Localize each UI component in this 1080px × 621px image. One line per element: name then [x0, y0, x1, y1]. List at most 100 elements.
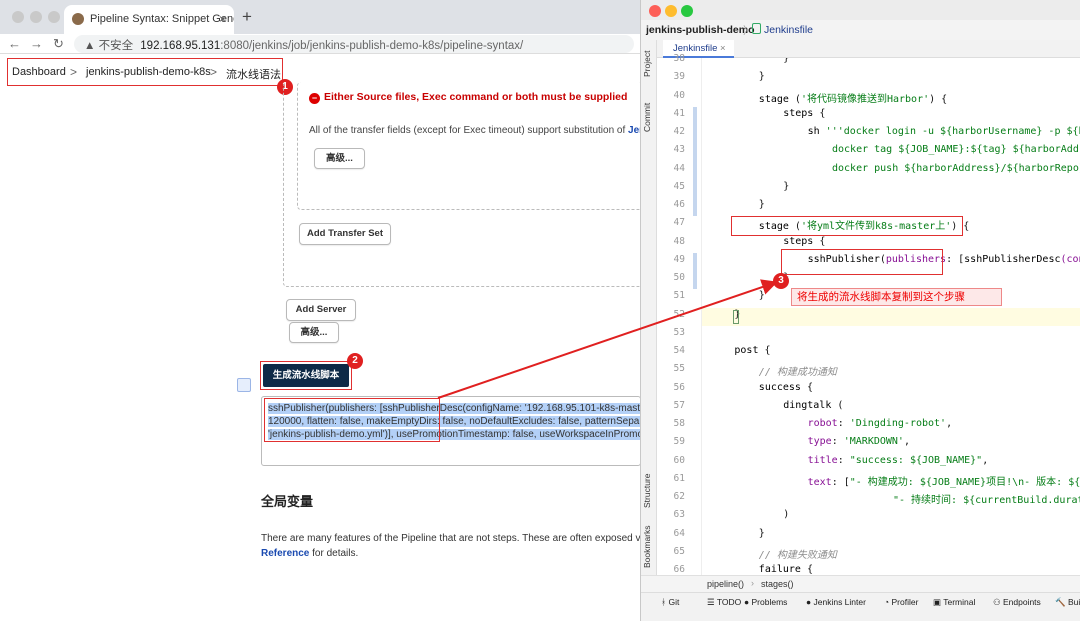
bookmarks-tool-button[interactable]: Bookmarks	[642, 525, 652, 568]
code-token: :	[837, 454, 850, 466]
code-token: }	[758, 527, 765, 539]
code-line: failure {	[759, 564, 813, 575]
tab-close-icon[interactable]: ×	[720, 43, 726, 54]
advanced-button[interactable]: 高级...	[314, 148, 365, 169]
reference-link[interactable]: Reference	[261, 548, 310, 559]
line-number: 59	[673, 436, 685, 448]
code-token: sshPublisherDesc	[964, 253, 1061, 265]
file-crumb[interactable]: Jenkinsfile	[764, 24, 814, 36]
url-path: :8080/jenkins/job/jenkins-publish-demo-k…	[220, 40, 524, 52]
error-icon: −	[309, 93, 320, 104]
line-number: 45	[673, 180, 685, 192]
advanced-button-2[interactable]: 高级...	[289, 322, 339, 343]
output-line-text: sshPublisher(publishers: [sshPublisherDe…	[268, 403, 640, 414]
browser-tab[interactable]: Pipeline Syntax: Snippet Gene ×	[64, 5, 234, 34]
annotation-box-step	[781, 249, 943, 275]
code-line: }	[759, 290, 765, 308]
code-line: }	[783, 58, 789, 71]
git-tool-button[interactable]: ᚼ Git	[661, 597, 679, 607]
breadcrumb-pipeline-syntax[interactable]: 流水线语法	[226, 69, 281, 81]
code-token: text	[807, 476, 832, 488]
new-tab-button[interactable]: +	[242, 7, 252, 26]
code-token: (	[831, 399, 844, 411]
reload-icon[interactable]: ↻	[53, 36, 64, 51]
line-number: 55	[673, 363, 685, 375]
annotation-badge-1: 1	[277, 79, 293, 95]
code-editor[interactable]: }}stage ('将代码镜像推送到Harbor') {steps {sh ''…	[701, 58, 1080, 575]
code-breadcrumb: pipeline() › stages()	[641, 575, 1080, 592]
code-token: :	[831, 436, 844, 448]
jenkins-linter-tool-button[interactable]: ● Jenkins Linter	[806, 597, 866, 607]
forward-arrow-icon[interactable]: →	[30, 36, 43, 51]
code-token: (con	[1060, 253, 1080, 265]
git-icon: ᚼ	[661, 597, 669, 607]
code-token: : [	[946, 253, 965, 265]
line-number: 38	[673, 53, 685, 64]
structure-tool-button[interactable]: Structure	[642, 473, 652, 509]
output-line-text: 'jenkins-publish-demo.yml')], usePromoti…	[268, 429, 640, 440]
ide-navigation-bar: jenkins-publish-demo 〉 Jenkinsfile	[641, 20, 1080, 40]
tab-close-icon[interactable]: ×	[218, 12, 226, 26]
code-line: stage ('将代码镜像推送到Harbor') {	[759, 90, 947, 108]
breadcrumb-job[interactable]: jenkins-publish-demo-k8s	[86, 66, 211, 78]
code-token: {	[813, 107, 826, 119]
profiler-tool-button[interactable]: ◔ Profiler	[884, 597, 918, 607]
help-icon[interactable]	[237, 378, 251, 392]
todo-tool-button[interactable]: ☰ TODO	[707, 597, 741, 608]
code-line: sshPublisher(publishers: [sshPublisherDe…	[808, 254, 1080, 272]
maximize-window-button[interactable]	[681, 5, 693, 17]
jenkins-linter-label: Jenkins Linter	[813, 597, 866, 607]
features-text-2: for details.	[309, 548, 359, 559]
minimize-window-button[interactable]	[665, 5, 677, 17]
commit-tool-button[interactable]: Commit	[642, 102, 652, 132]
project-name[interactable]: jenkins-publish-demo	[646, 24, 755, 36]
code-line: robot: 'Dingding-robot',	[808, 418, 953, 436]
breadcrumb: Dashboard > jenkins-publish-demo-k8s > 流…	[0, 56, 640, 88]
annotation-badge-2: 2	[347, 353, 363, 369]
terminal-icon: ▣	[933, 597, 944, 607]
code-token: "- 构建成功: ${JOB_NAME}项目!\n- 版本: ${t	[849, 476, 1080, 488]
add-transfer-set-button[interactable]: Add Transfer Set	[299, 223, 391, 245]
generate-pipeline-script-button[interactable]: 生成流水线脚本	[263, 364, 349, 387]
problems-tool-button[interactable]: ● Problems	[744, 597, 787, 607]
code-crumb-stages[interactable]: stages()	[761, 579, 794, 589]
url-input[interactable]: ▲ 不安全 192.168.95.131:8080/jenkins/job/je…	[74, 35, 634, 53]
maximize-window-button[interactable]	[48, 11, 60, 23]
breadcrumb-dashboard[interactable]: Dashboard	[12, 66, 66, 78]
address-bar-row: ← → ↻ ▲ 不安全 192.168.95.131:8080/jenkins/…	[0, 34, 640, 54]
transfer-note: All of the transfer fields (except for E…	[309, 125, 654, 136]
problems-label: Problems	[751, 597, 788, 607]
tab-jenkinsfile[interactable]: Jenkinsfile ×	[663, 40, 734, 58]
project-tool-button[interactable]: Project	[642, 50, 652, 77]
endpoints-tool-button[interactable]: ⚇ Endpoints	[993, 597, 1041, 608]
close-window-button[interactable]	[12, 11, 24, 23]
code-token: ) {	[951, 221, 970, 233]
line-number: 43	[673, 144, 685, 156]
close-window-button[interactable]	[649, 5, 661, 17]
generated-script-output[interactable]: sshPublisher(publishers: [sshPublisherDe…	[261, 396, 641, 466]
code-line: text: ["- 构建成功: ${JOB_NAME}项目!\n- 版本: ${…	[808, 473, 1080, 491]
code-token: // 构建失败通知	[758, 549, 837, 561]
code-token: }	[758, 71, 765, 83]
tool-window-strip: Project Commit Structure Bookmarks	[641, 40, 657, 593]
line-number: 57	[673, 399, 685, 411]
code-token: robot	[807, 418, 838, 429]
code-crumb-pipeline[interactable]: pipeline()	[707, 579, 745, 589]
add-server-button[interactable]: Add Server	[286, 299, 356, 321]
code-token: {	[758, 345, 771, 356]
text-cursor	[733, 309, 740, 324]
back-arrow-icon[interactable]: ←	[8, 36, 21, 51]
line-number: 46	[673, 199, 685, 210]
minimize-window-button[interactable]	[30, 11, 42, 23]
line-number: 53	[673, 326, 685, 338]
code-line: }	[759, 71, 765, 89]
code-token: title	[807, 454, 838, 466]
jenkins-icon: ●	[806, 597, 814, 607]
terminal-tool-button[interactable]: ▣ Terminal	[933, 597, 975, 608]
build-tool-button[interactable]: 🔨 Buil	[1055, 597, 1080, 608]
tab-label: Jenkinsfile	[673, 43, 718, 54]
code-token: steps	[783, 235, 814, 247]
line-number: 56	[673, 381, 685, 393]
code-line: // 构建成功通知	[759, 363, 837, 381]
editor-tabs: Jenkinsfile ×	[641, 40, 1080, 58]
